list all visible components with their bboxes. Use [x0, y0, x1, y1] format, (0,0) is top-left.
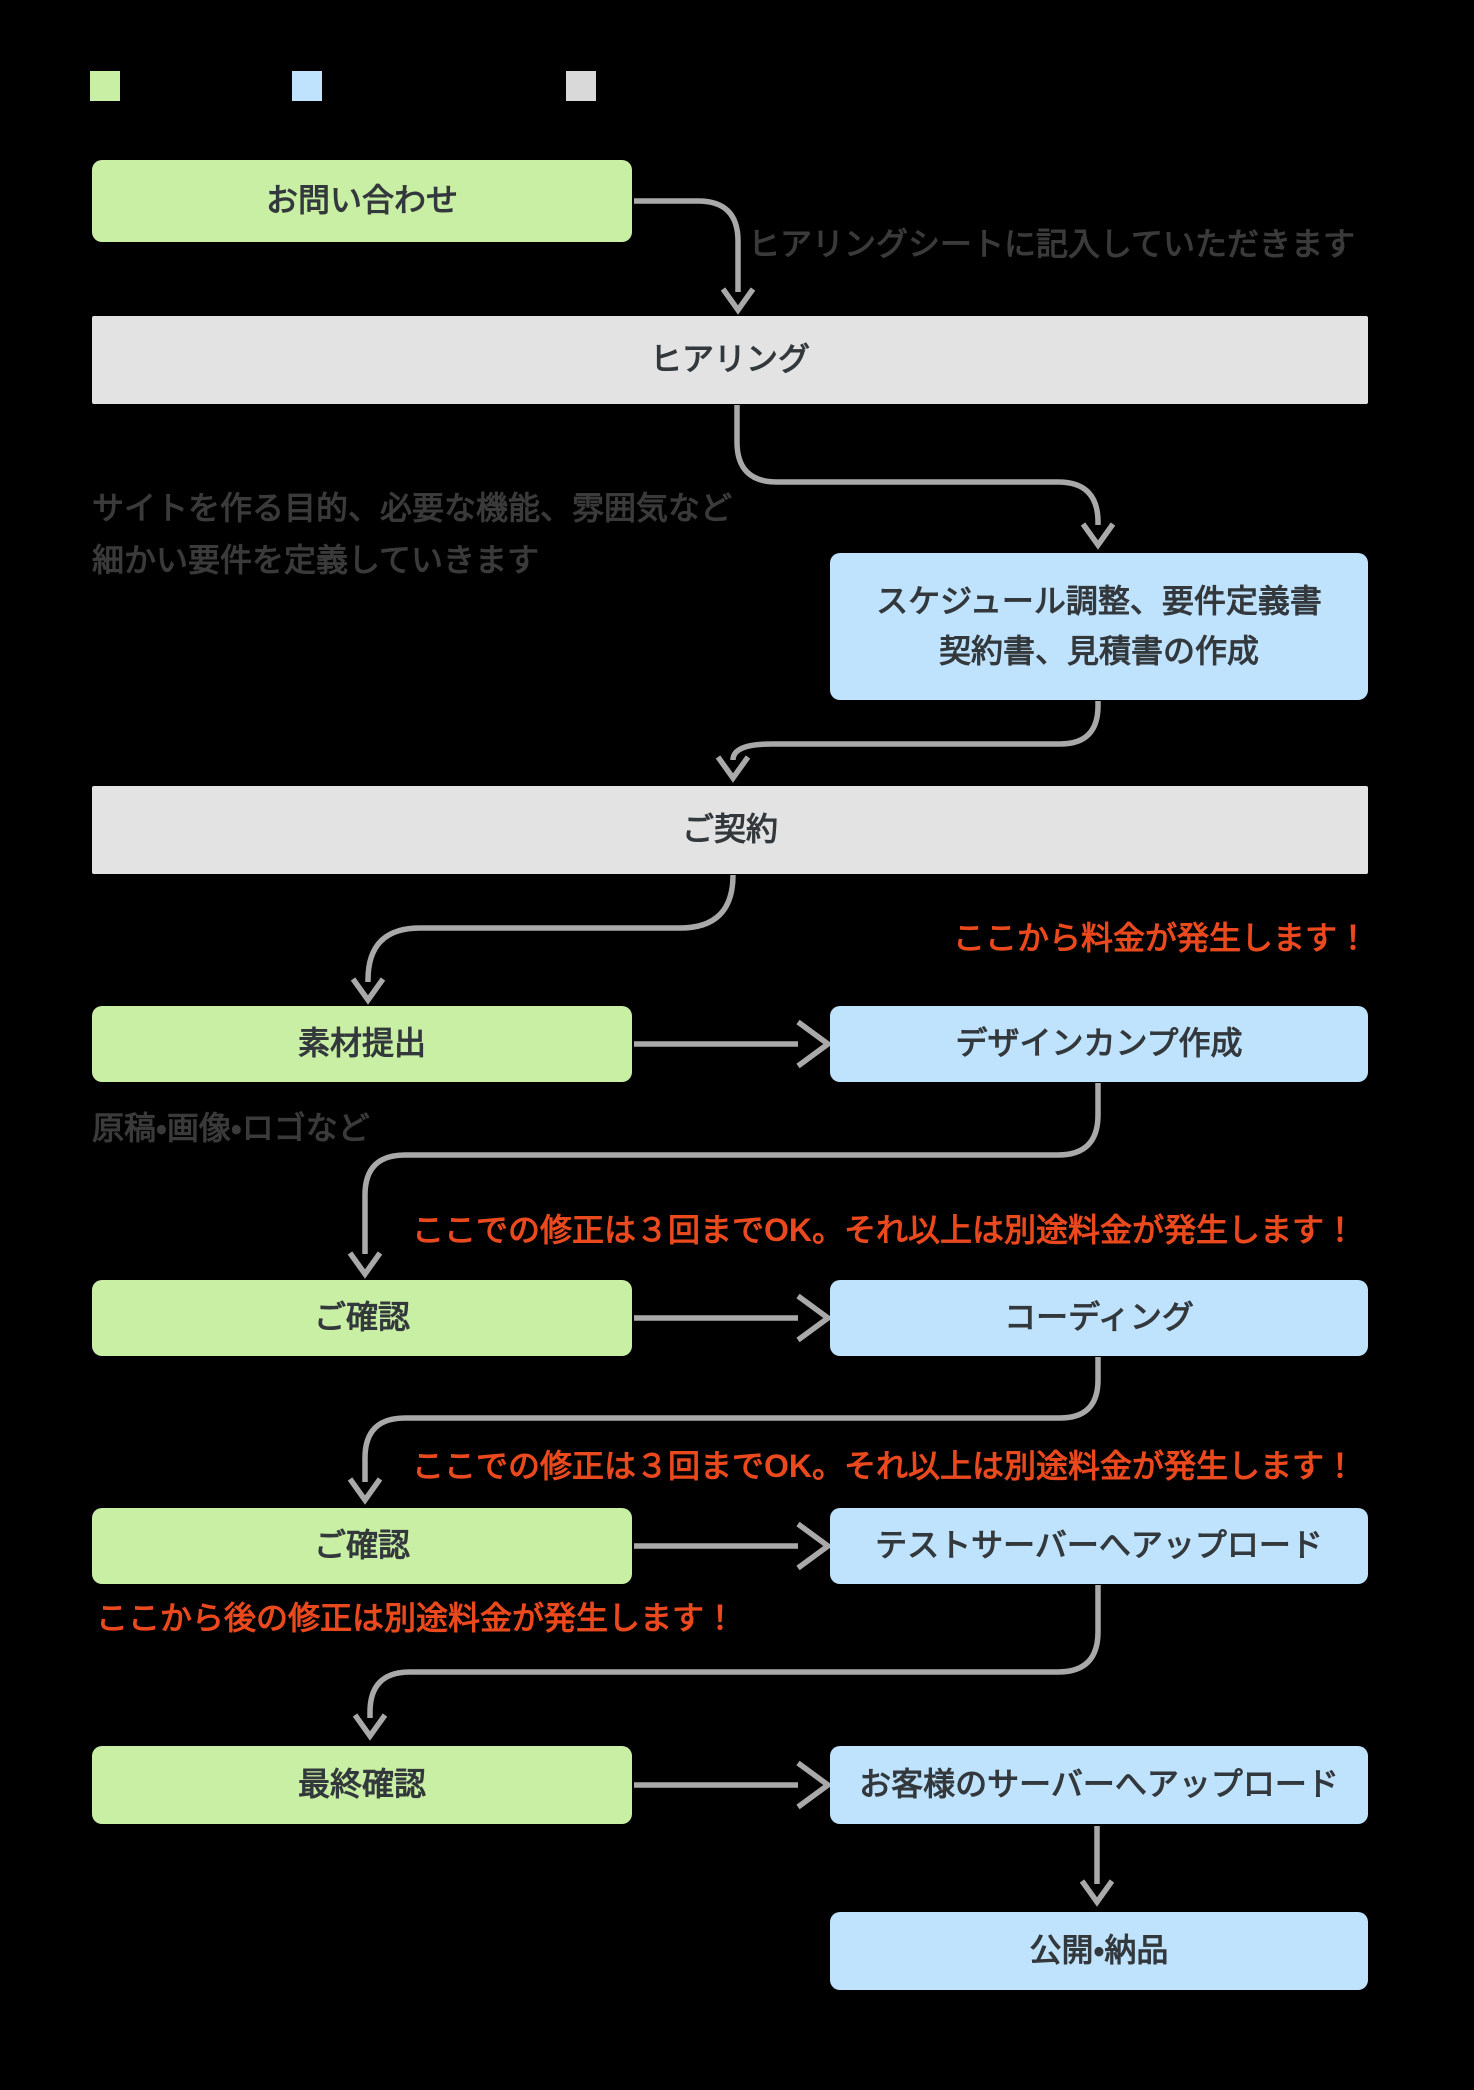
node-coding: コーディング — [830, 1280, 1368, 1356]
arrow-design-to-check1 — [347, 1083, 1101, 1279]
node-client-upload: お客様のサーバーへアップロード — [830, 1746, 1368, 1824]
legend-swatch-blue — [292, 71, 322, 101]
node-release-label: 公開・納品 — [1029, 1932, 1169, 1969]
materials-note: 原稿・画像・ロゴなど — [92, 1110, 370, 1146]
node-final-check: 最終確認 — [92, 1746, 632, 1824]
requirements-note-line2: 細かい要件を定義していきます — [92, 542, 540, 578]
node-contract: ご契約 — [92, 786, 1368, 874]
node-schedule: スケジュール調整、要件定義書 契約書、見積書の作成 — [830, 553, 1368, 700]
design-revision-note: ここでの修正は３回までOK。それ以上は別途料金が発生します！ — [412, 1212, 1357, 1248]
node-design-comp-label: デザインカンプ作成 — [955, 1025, 1243, 1062]
arrow-inquiry-to-hearing — [634, 198, 756, 315]
legend-swatch-green — [90, 71, 120, 101]
node-materials-label: 素材提出 — [297, 1025, 426, 1062]
node-hearing: ヒアリング — [92, 316, 1368, 404]
node-design-comp: デザインカンプ作成 — [830, 1006, 1368, 1082]
node-schedule-label-line1: スケジュール調整、要件定義書 — [876, 582, 1322, 619]
arrow-contract-to-materials — [350, 874, 736, 1005]
hearing-sheet-note: ヒアリングシートに記入していただきます — [748, 226, 1356, 262]
arrow-check1-to-coding — [634, 1293, 833, 1343]
arrow-schedule-to-contract — [715, 701, 1101, 783]
arrow-testupload-to-finalcheck — [352, 1585, 1101, 1741]
arrow-hearing-to-schedule — [734, 405, 1116, 550]
node-test-upload-label: テストサーバーへアップロード — [875, 1527, 1323, 1564]
arrow-check2-to-testupload — [634, 1521, 833, 1571]
node-client-upload-label: お客様のサーバーへアップロード — [859, 1766, 1339, 1803]
node-schedule-label-line2: 契約書、見積書の作成 — [938, 632, 1259, 669]
node-final-check-label: 最終確認 — [297, 1766, 426, 1803]
node-inquiry-label: お問い合わせ — [265, 182, 458, 219]
paid-revision-note: ここから後の修正は別途料金が発生します！ — [96, 1600, 737, 1636]
node-materials: 素材提出 — [92, 1006, 632, 1082]
node-release: 公開・納品 — [830, 1912, 1368, 1990]
node-hearing-label: ヒアリング — [649, 341, 810, 378]
node-test-upload: テストサーバーへアップロード — [830, 1508, 1368, 1584]
coding-revision-note: ここでの修正は３回までOK。それ以上は別途料金が発生します！ — [412, 1448, 1357, 1484]
node-contract-label: ご契約 — [681, 811, 778, 848]
legend-swatch-gray — [566, 71, 596, 101]
arrow-materials-to-design — [634, 1019, 833, 1069]
node-inquiry: お問い合わせ — [92, 160, 632, 242]
node-check-2-label: ご確認 — [313, 1527, 410, 1564]
node-coding-label: コーディング — [1004, 1299, 1194, 1336]
node-check-2: ご確認 — [92, 1508, 632, 1584]
arrow-clientupload-to-release — [1079, 1826, 1115, 1907]
node-check-1-label: ご確認 — [313, 1299, 410, 1336]
arrow-coding-to-check2 — [347, 1357, 1101, 1505]
node-check-1: ご確認 — [92, 1280, 632, 1356]
requirements-note-line1: サイトを作る目的、必要な機能、雰囲気など — [92, 490, 733, 526]
arrow-finalcheck-to-clientupload — [634, 1760, 833, 1810]
fee-start-note: ここから料金が発生します！ — [953, 920, 1370, 956]
